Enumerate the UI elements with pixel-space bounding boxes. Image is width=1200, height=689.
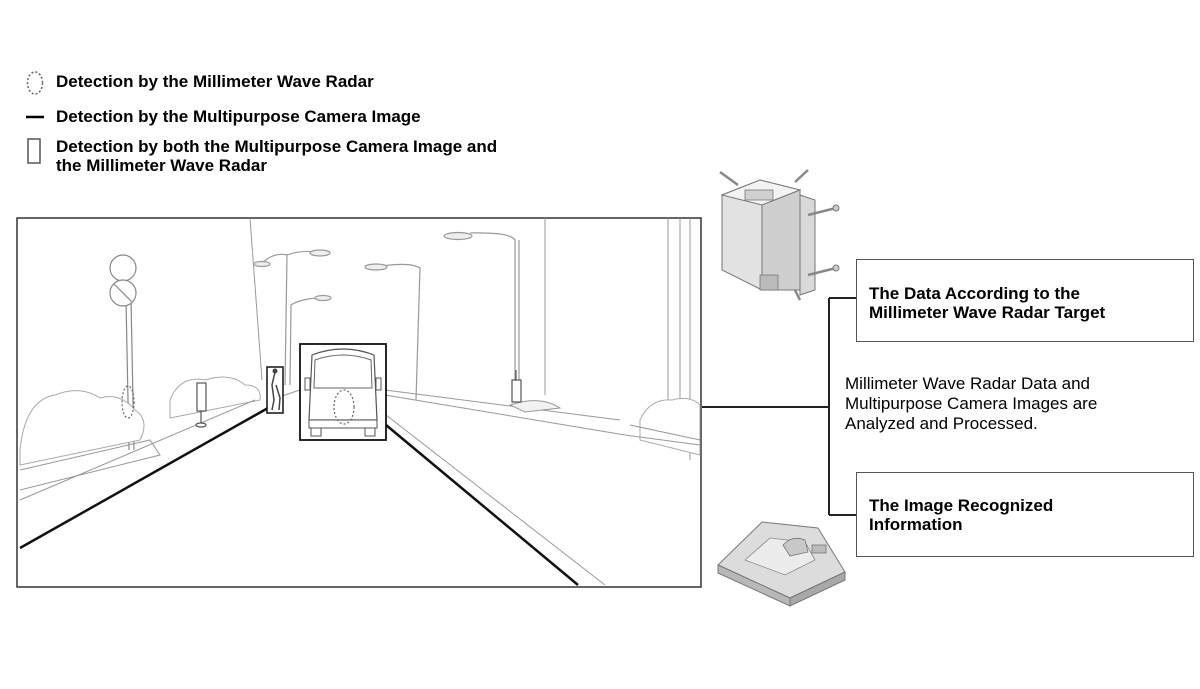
rectangle-icon [27, 138, 41, 164]
legend-both-line1: Detection by both the Multipurpose Camer… [56, 137, 498, 156]
connector-lines [702, 297, 857, 516]
radar-detection-ellipse [121, 385, 135, 419]
dotted-ellipse-icon [26, 71, 44, 95]
image-info-line1: The Image Recognized [869, 496, 1054, 515]
processing-line2: Multipurpose Camera Images are [845, 394, 1098, 413]
image-recognized-info-box: The Image Recognized Information [856, 472, 1194, 557]
legend-both: Detection by both the Multipurpose Camer… [24, 137, 497, 175]
processing-line1: Millimeter Wave Radar Data and [845, 374, 1091, 393]
radar-target-line1: The Data According to the [869, 284, 1080, 303]
camera-detected-lane-lines [19, 406, 579, 586]
solid-line-icon [26, 115, 44, 119]
legend-both-line2: the Millimeter Wave Radar [56, 156, 267, 175]
image-info-line2: Information [869, 515, 963, 534]
millimeter-wave-radar-sensor-icon [719, 169, 840, 301]
legend-radar: Detection by the Millimeter Wave Radar [24, 70, 374, 96]
legend-camera: Detection by the Multipurpose Camera Ima… [24, 107, 421, 127]
radar-target-data-box: The Data According to the Millimeter Wav… [856, 259, 1194, 342]
road-scene [16, 217, 702, 588]
multipurpose-camera-unit-icon [717, 521, 846, 607]
legend-radar-label: Detection by the Millimeter Wave Radar [56, 72, 374, 91]
processing-line3: Analyzed and Processed. [845, 414, 1038, 433]
legend-both-label: Detection by both the Multipurpose Camer… [56, 137, 497, 175]
pedestrian-detection [266, 366, 284, 414]
processing-description: Millimeter Wave Radar Data and Multipurp… [845, 374, 1165, 434]
vehicle-detection-box [299, 343, 387, 441]
roadside-post [195, 370, 522, 428]
radar-target-line2: Millimeter Wave Radar Target [869, 303, 1106, 322]
legend-camera-label: Detection by the Multipurpose Camera Ima… [56, 107, 421, 126]
bushes [19, 376, 701, 466]
street-lamps [253, 231, 520, 401]
